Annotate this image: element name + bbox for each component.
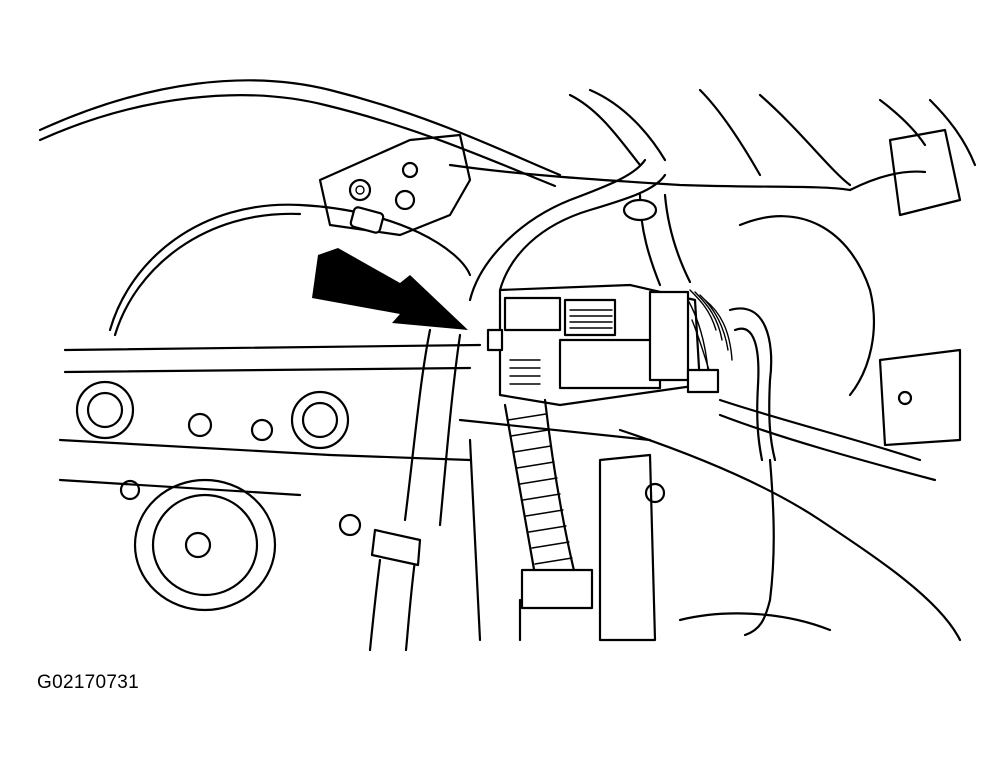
hose-clamp — [622, 198, 658, 222]
thin-cable — [108, 163, 927, 337]
callout-arrow — [312, 248, 468, 330]
engine-block-outline — [58, 343, 962, 642]
right-harness — [728, 307, 777, 637]
loom-clip — [370, 528, 422, 567]
left-loom — [368, 328, 462, 652]
mounting-bracket — [318, 133, 472, 237]
corrugated-loom — [503, 398, 594, 610]
electrical-connector — [486, 283, 733, 407]
figure-caption: G02170731 — [37, 672, 140, 693]
connector-wires — [687, 289, 733, 381]
cable-clip — [349, 206, 385, 234]
pulley — [133, 478, 277, 612]
main-harness-hose — [468, 158, 692, 302]
upper-body-outline — [38, 79, 977, 188]
right-components — [598, 128, 962, 642]
bolt-bosses — [75, 380, 362, 537]
